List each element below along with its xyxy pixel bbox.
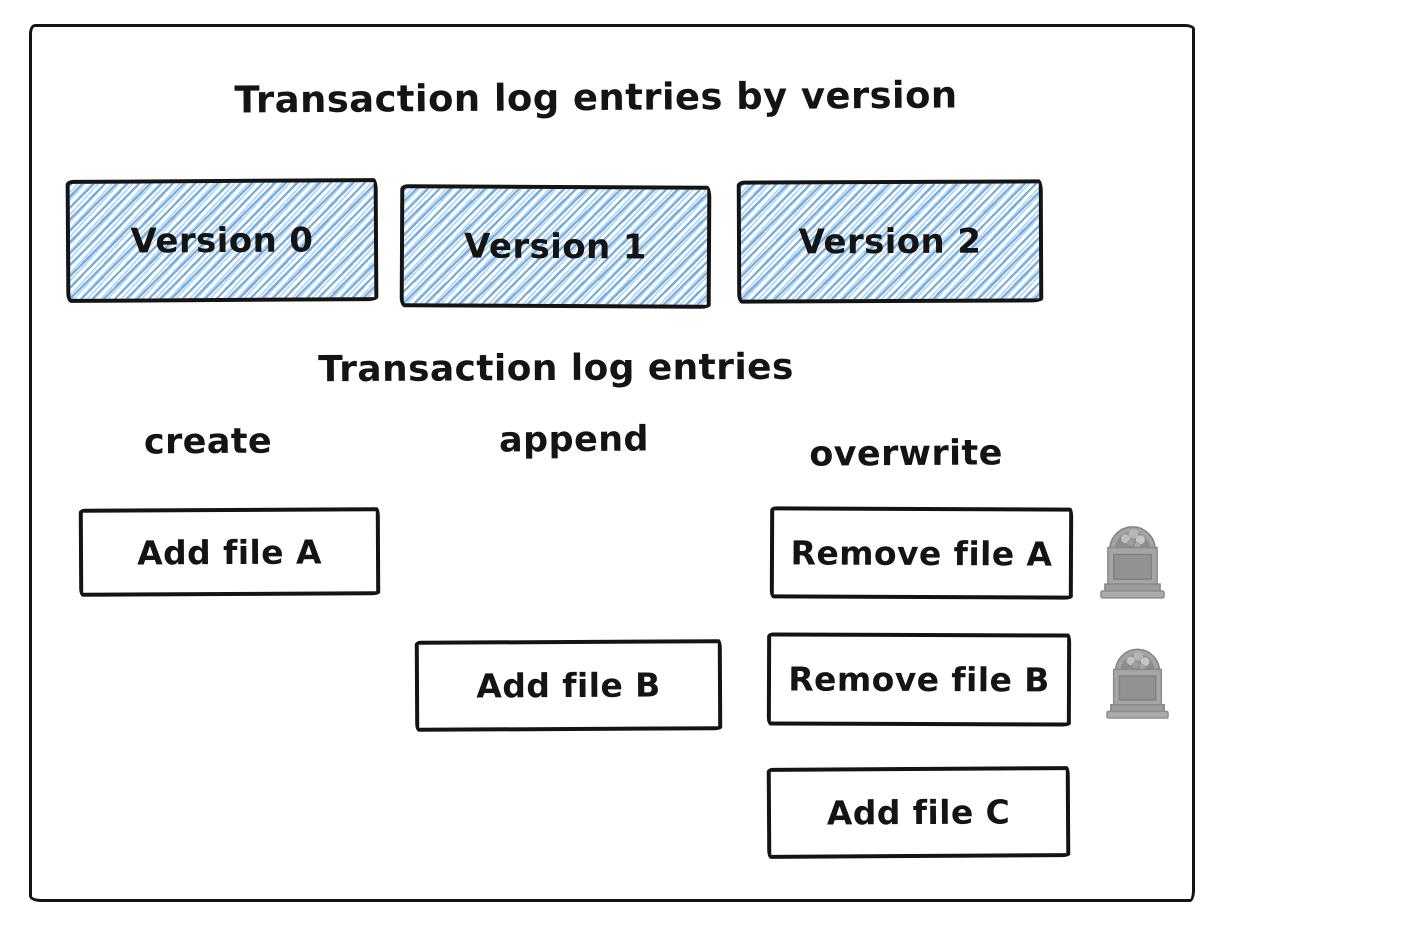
column-label-append: append (498, 419, 650, 461)
version-box-0: Version 0 (65, 178, 379, 303)
version-box-0-label: Version 0 (130, 219, 314, 262)
entry-label: Add file A (137, 532, 322, 572)
entry-label: Remove file A (790, 532, 1053, 574)
entry-label: Add file C (826, 792, 1011, 833)
entry-box-add-file-c: Add file C (766, 766, 1071, 859)
entry-box-add-file-a: Add file A (78, 507, 381, 597)
entry-box-remove-file-a: Remove file A (769, 506, 1074, 600)
entry-box-remove-file-b: Remove file B (766, 632, 1072, 727)
column-label-overwrite: overwrite (809, 433, 1003, 475)
entry-label: Add file B (476, 665, 661, 706)
tombstone-icon (1104, 635, 1171, 719)
version-box-1-label: Version 1 (463, 226, 648, 267)
version-box-2-label: Version 2 (798, 221, 982, 262)
version-box-2: Version 2 (736, 179, 1044, 304)
diagram-title: Transaction log entries by version (234, 73, 958, 122)
outer-frame (29, 24, 1195, 902)
entry-label: Remove file B (788, 659, 1050, 700)
version-box-1: Version 1 (399, 184, 712, 309)
diagram-subtitle: Transaction log entries (318, 346, 794, 391)
column-label-create: create (143, 421, 273, 463)
tombstone-icon (1098, 512, 1167, 599)
entry-box-add-file-b: Add file B (414, 639, 723, 732)
